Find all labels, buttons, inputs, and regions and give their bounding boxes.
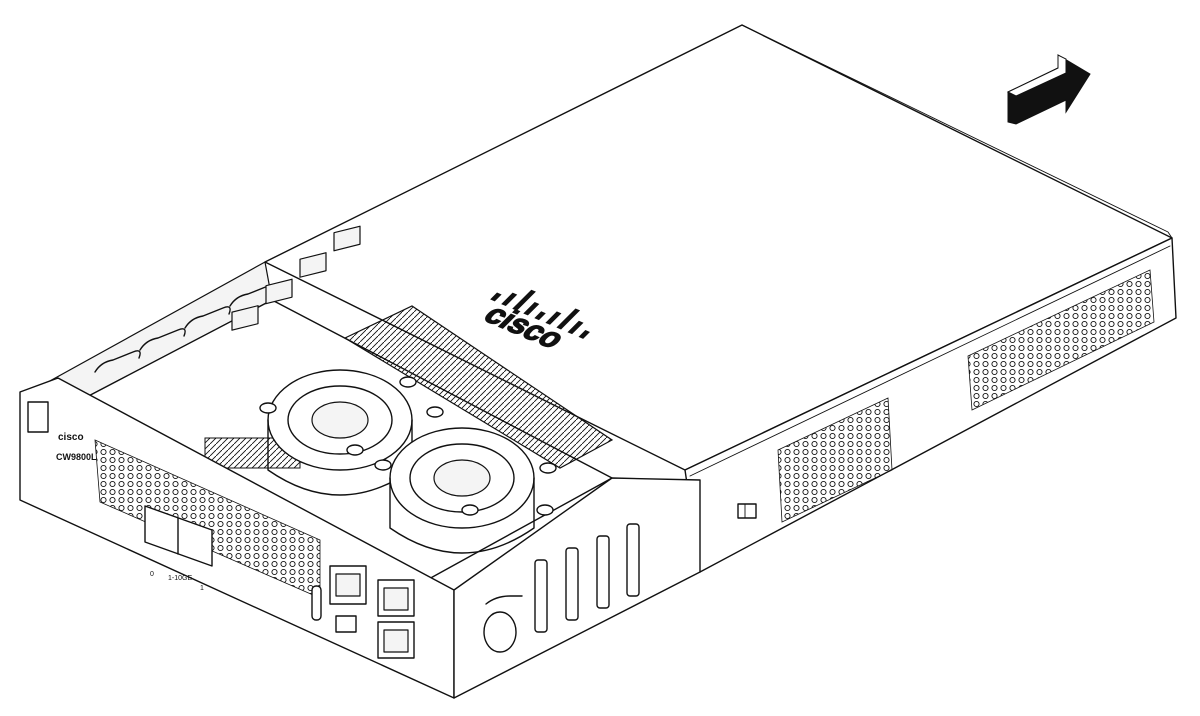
port-number-1: 1	[200, 585, 204, 592]
front-logo-block: cisco CW9800L	[27, 401, 97, 462]
chassis-base: cisco CW9800L 1-10GE 0 1	[19, 225, 701, 699]
rj45-ports	[329, 565, 415, 659]
end-plate-cutouts	[483, 523, 640, 653]
fan-icon-2	[389, 427, 535, 554]
cover-latch-slot	[737, 503, 757, 519]
front-logo-text: cisco	[58, 432, 84, 443]
front-model-text: CW9800L	[56, 452, 97, 462]
sfp-label: 1-10GE	[168, 575, 192, 582]
sfp-ports: 1-10GE 0 1	[144, 505, 213, 592]
fan-standoffs	[259, 376, 557, 516]
console-port	[335, 615, 357, 633]
port-number-0: 0	[150, 571, 154, 578]
cover-vent-left	[777, 397, 893, 523]
cover-vent-right	[967, 269, 1155, 411]
board-components	[231, 225, 361, 331]
arrow-right-icon	[1006, 54, 1091, 125]
heatsink	[343, 305, 614, 469]
usb-c-port	[311, 585, 322, 621]
